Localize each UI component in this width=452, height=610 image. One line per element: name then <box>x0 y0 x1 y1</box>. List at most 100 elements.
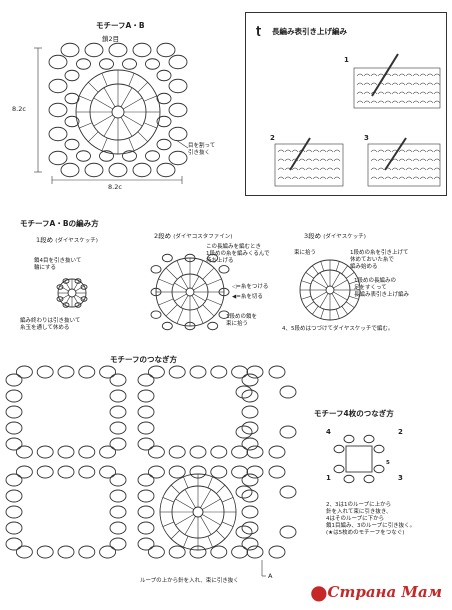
chain-loop <box>156 115 172 128</box>
knit-stitch <box>298 176 306 180</box>
knit-stitch <box>312 176 320 180</box>
chain-loop <box>64 69 80 82</box>
watermark-text: Страна Мам <box>327 583 442 601</box>
stitch-technique-title: 長編み表引き上げ編み <box>272 27 347 36</box>
stitch-spoke <box>162 497 175 503</box>
stitch-spoke <box>202 267 215 280</box>
chain-loop <box>333 444 345 454</box>
chain-loop <box>99 150 114 162</box>
chain-loop <box>80 284 88 290</box>
knit-stitch <box>326 158 334 162</box>
chain-loop <box>36 365 54 379</box>
knit-stitch <box>405 91 413 95</box>
knit-stitch <box>370 167 378 171</box>
chain-loop <box>36 445 54 459</box>
joining-note: ループの上から針を入れ、束に引き抜く <box>140 578 239 584</box>
stitch-spoke <box>331 293 341 308</box>
stitch-spoke <box>123 97 143 110</box>
chain-loop <box>241 473 259 487</box>
knit-stitch <box>363 100 371 104</box>
chain-loop <box>137 505 155 519</box>
chain-loop <box>246 365 264 379</box>
chain-loop <box>156 42 176 58</box>
knit-stitch <box>398 73 406 77</box>
stitch-spoke <box>202 304 215 317</box>
knit-stitch <box>398 158 406 162</box>
stitch-spoke <box>200 516 212 535</box>
four-motif-title: モチーフ4枚のつなぎ方 <box>314 409 394 418</box>
knit-stitch <box>398 82 406 86</box>
chain-loop <box>78 465 96 479</box>
chain-loop <box>168 465 186 479</box>
knit-stitch <box>391 82 399 86</box>
chain-loop <box>84 162 104 178</box>
four-motif-diagram <box>333 434 385 484</box>
stitch-spoke <box>183 476 189 489</box>
stitch-spoke <box>312 291 327 301</box>
knit-stitch <box>433 176 441 180</box>
chain-loop <box>161 321 173 331</box>
four-label-3: 3 <box>398 474 403 482</box>
chain-loop <box>74 302 82 308</box>
stitch-spoke <box>175 498 194 510</box>
chain-loop <box>5 505 23 519</box>
chain-loop <box>268 365 286 379</box>
stitch-spoke <box>319 272 329 287</box>
knit-stitch <box>419 73 427 77</box>
stitch-spoke <box>174 282 187 291</box>
knit-stitch <box>370 176 378 180</box>
stitch-spoke <box>346 301 355 308</box>
stitch-spoke <box>312 306 319 315</box>
knit-stitch <box>291 149 299 153</box>
chain-loop <box>279 385 297 399</box>
stitch-spoke <box>335 308 340 319</box>
chain-loop <box>5 537 23 551</box>
chain-loop <box>137 437 155 451</box>
chain-loop <box>48 126 68 142</box>
chain-loop <box>99 365 117 379</box>
chain-loop <box>132 42 152 58</box>
knit-stitch <box>384 100 392 104</box>
chain-loop <box>279 525 297 539</box>
chain-loop <box>109 521 127 535</box>
chain-loop <box>137 521 155 535</box>
stitch-spoke <box>174 293 187 302</box>
chain-loop <box>137 389 155 403</box>
chain-loop <box>279 485 297 499</box>
chain-loop <box>137 421 155 435</box>
chain-loop <box>5 489 23 503</box>
knit-stitch <box>398 91 406 95</box>
chain-loop <box>76 58 91 70</box>
knit-stitch <box>384 91 392 95</box>
joining-title: モチーフのつなぎ方 <box>110 355 178 364</box>
stitch-spoke <box>59 285 69 292</box>
stitch-spoke <box>341 265 348 274</box>
chain-loop <box>108 42 128 58</box>
stitch-spoke <box>64 280 71 290</box>
knit-stitch <box>391 167 399 171</box>
chain-loop <box>48 78 68 94</box>
knit-stitch <box>370 100 378 104</box>
chain-loop <box>168 126 188 142</box>
stitch-spoke <box>137 131 148 142</box>
knit-stitch <box>326 149 334 153</box>
round3-note-right: 1段めの糸を引き上げて 休めておいた糸で 編み始める <box>350 250 409 270</box>
chain-loop <box>235 385 253 399</box>
knit-stitch <box>391 100 399 104</box>
chain-loop <box>57 445 75 459</box>
knit-stitch <box>412 73 420 77</box>
chain-loop <box>268 545 286 559</box>
step-2-number: 2 <box>270 134 275 142</box>
chain-loop <box>210 445 228 459</box>
knit-stitch <box>419 167 427 171</box>
chain-loop <box>241 373 259 387</box>
chain-loop <box>241 505 259 519</box>
chain-loop <box>168 54 188 70</box>
step-1-number: 1 <box>344 56 349 64</box>
knit-stitch <box>277 176 285 180</box>
chain-loop <box>62 278 70 284</box>
knit-stitch <box>333 158 341 162</box>
round3-note-right2: 1段めの長編みの 足をすくって 長編み表引き上げ編み <box>354 278 410 298</box>
knit-stitch <box>405 149 413 153</box>
stitch-spoke <box>176 308 184 324</box>
